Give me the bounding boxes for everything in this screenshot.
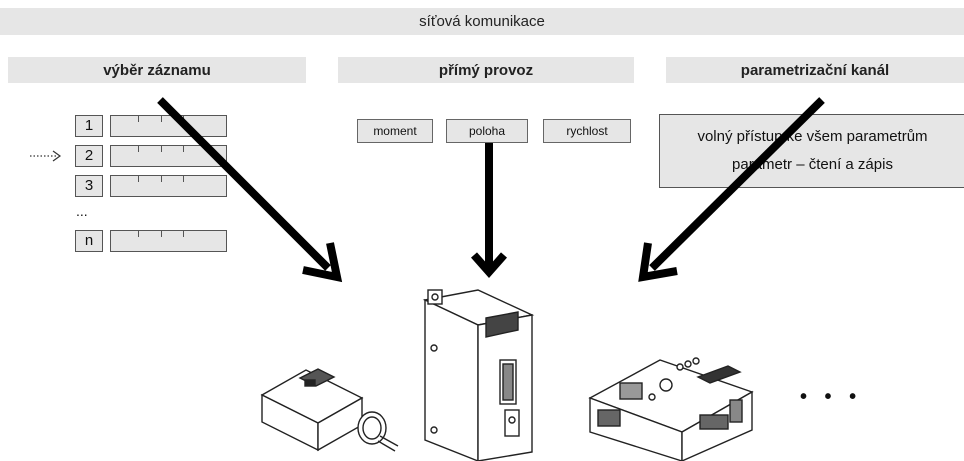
record-row-3 [110, 175, 227, 197]
record-number-1: 1 [75, 115, 103, 137]
mode-label-rychlost: rychlost [566, 124, 608, 138]
param-channel-arrow [638, 97, 825, 282]
record-selection-header: výběr záznamu [8, 57, 306, 83]
record-selection-arrow [157, 97, 343, 283]
record-ellipsis: ... [76, 203, 88, 219]
record-number-n: n [75, 230, 103, 252]
param-readwrite-text: parametr – čtení a zápis [732, 156, 893, 173]
parameter-channel-box: volný přístup ke všem parametrům paramet… [659, 114, 964, 188]
record-row-n [110, 230, 227, 252]
mode-label-moment: moment [373, 124, 417, 138]
motor-controller-device [422, 289, 535, 461]
param-channel-header: parametrizační kanál [666, 57, 964, 83]
direct-mode-label: přímý provoz [438, 61, 534, 79]
network-communication-label: síťová komunikace [419, 13, 545, 30]
direct-mode-header: přímý provoz [338, 57, 634, 83]
mode-box-rychlost: rychlost [543, 119, 631, 143]
servo-motor-device [260, 368, 399, 452]
network-communication-bar: síťová komunikace [0, 8, 964, 35]
direct-mode-arrow [471, 143, 507, 279]
record-row-1 [110, 115, 227, 137]
mode-box-poloha: poloha [446, 119, 528, 143]
param-access-text: volný přístup ke všem parametrům [697, 128, 928, 145]
record-row-2 [110, 145, 227, 167]
record-selection-label: výběr záznamu [103, 61, 211, 79]
current-record-pointer-icon [30, 150, 62, 162]
record-number-3: 3 [75, 175, 103, 197]
drive-controller-device [588, 357, 754, 461]
mode-label-poloha: poloha [468, 124, 506, 138]
more-devices-ellipsis: • • • [800, 386, 863, 408]
record-number-2: 2 [75, 145, 103, 167]
mode-box-moment: moment [357, 119, 433, 143]
param-channel-label: parametrizační kanál [740, 61, 890, 79]
